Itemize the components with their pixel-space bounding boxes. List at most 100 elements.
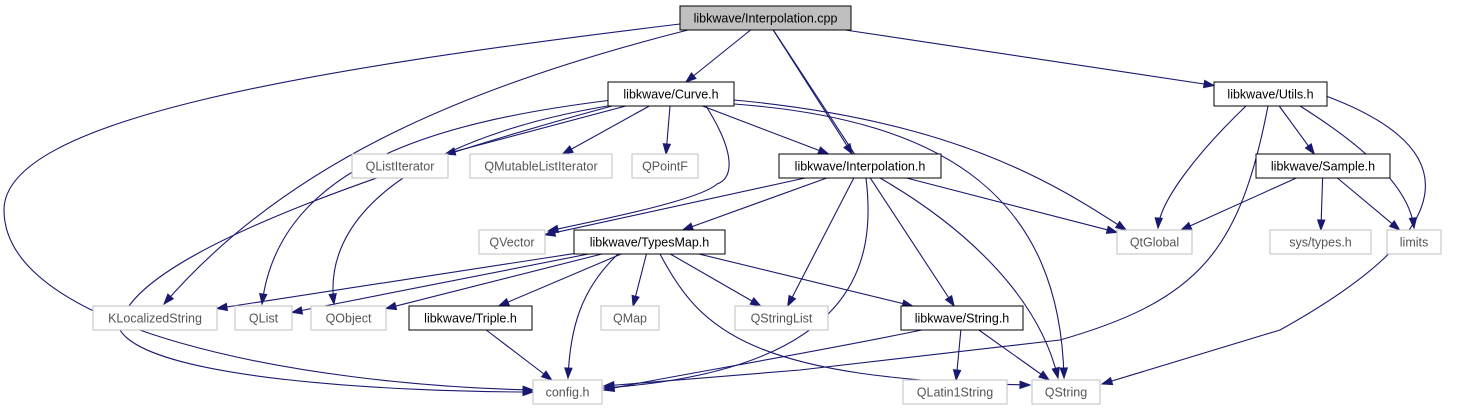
edge-sample-h-to-systypes [1316,177,1326,232]
node-qlatin1string: QLatin1String [902,379,1008,405]
node-utils-h[interactable]: libkwave/Utils.h [1213,81,1328,107]
arrowhead-icon [1316,219,1326,232]
edge-line [562,105,650,155]
node-label: KLocalizedString [108,312,202,326]
arrowhead-icon [1202,79,1216,89]
edge-curve-h-to-qstring [733,103,1069,380]
node-box [92,305,218,331]
arrowhead-icon [497,297,511,307]
node-label: QPointF [642,160,688,174]
node-label: libkwave/Interpolation.cpp [694,12,838,26]
edge-interp-h-to-qtglobal [906,177,1119,234]
node-box [1386,229,1442,255]
arrowhead-icon [543,228,557,237]
edge-line [261,99,613,305]
node-label: QListIterator [366,160,435,174]
node-box [1255,153,1391,179]
arrowhead-icon [684,72,697,83]
edge-line [603,329,923,391]
node-label: libkwave/Interpolation.h [795,160,926,174]
arrowhead-icon [1179,221,1193,231]
edge-curve-h-to-qobject [328,103,621,306]
edge-interp-h-to-typesmap-h [681,177,827,231]
edge-line [682,177,827,231]
arrowhead-icon [1105,225,1119,234]
arrowhead-icon [1388,219,1401,231]
edge-utils-h-to-sample-h [1278,105,1316,156]
edge-interp-h-to-qvector [543,177,806,237]
edge-typesmap-h-to-string-h [698,253,915,308]
arrowhead-icon [163,293,175,306]
arrowhead-icon [1100,376,1114,386]
edges-layer [3,23,1426,397]
edge-line [1180,177,1297,231]
arrowhead-icon [602,383,616,392]
arrowhead-icon [817,146,830,155]
node-box [469,153,613,179]
node-label: libkwave/Triple.h [424,312,517,326]
arrowhead-icon [564,367,573,380]
node-curve-h[interactable]: libkwave/Curve.h [607,81,735,107]
arrowhead-icon [1114,220,1128,231]
node-label: libkwave/String.h [915,312,1010,326]
arrowhead-icon [787,294,797,308]
node-box [679,5,852,31]
node-triple-h[interactable]: libkwave/Triple.h [408,305,533,331]
edge-interp-cpp-to-config-h [3,23,681,395]
node-label: QString [1045,386,1087,400]
edge-line [698,253,913,307]
node-qvector: QVector [478,229,546,255]
node-qobject: QObject [310,305,387,331]
node-label: QMap [613,312,647,326]
node-box [234,305,293,331]
edge-line [906,177,1118,233]
edge-line [3,23,681,391]
node-qlistiterator: QListIterator [351,153,449,179]
edge-line [163,29,689,305]
edge-utils-h-to-qtglobal [1154,105,1247,230]
edge-line [787,177,855,307]
node-string-h[interactable]: libkwave/String.h [900,305,1024,331]
edge-typesmap-h-to-qlist [290,253,589,315]
node-sample-h[interactable]: libkwave/Sample.h [1255,153,1391,179]
node-label: QLatin1String [917,386,993,400]
node-limits: limits [1386,229,1442,255]
edge-line [332,103,621,305]
edge-line [879,177,1059,379]
node-klocalizedstring: KLocalizedString [92,305,218,331]
node-box [408,305,533,331]
edge-interp-cpp-to-klocalizedstring [163,29,689,306]
arrowhead-icon [259,293,268,306]
arrowhead-icon [215,302,229,312]
edge-line [547,105,730,232]
edge-line [603,105,1269,387]
edge-line [733,103,1065,379]
node-box [902,379,1008,405]
edge-utils-h-to-qstring [1100,95,1426,386]
node-qlist: QList [234,305,293,331]
node-label: QtGlobal [1130,236,1179,250]
node-interp-cpp[interactable]: libkwave/Interpolation.cpp [679,5,852,31]
node-qpointf: QPointF [631,153,699,179]
edge-line [485,329,553,381]
edge-typesmap-h-to-qobject [384,253,603,311]
node-interp-h[interactable]: libkwave/Interpolation.h [778,153,942,179]
node-typesmap-h[interactable]: libkwave/TypesMap.h [573,229,726,255]
edge-line [978,329,1050,381]
edge-interp-h-to-qstringlist [787,177,855,308]
edge-interp-cpp-to-curve-h [684,29,751,83]
arrowhead-icon [384,301,398,311]
node-label: libkwave/Utils.h [1227,88,1313,102]
node-box [600,305,660,331]
nodes-layer: libkwave/Interpolation.cpp libkwave/Curve… [92,5,1442,405]
edge-line [685,29,751,83]
arrowhead-icon [1154,217,1164,230]
edge-line [385,253,603,310]
node-qmutablelistiterator: QMutableListIterator [469,153,613,179]
node-box [351,153,449,179]
edge-line [733,99,1127,231]
node-box [532,379,603,405]
arrowhead-icon [1059,367,1069,380]
node-label: QList [249,312,279,326]
node-qstring: QString [1031,379,1101,405]
